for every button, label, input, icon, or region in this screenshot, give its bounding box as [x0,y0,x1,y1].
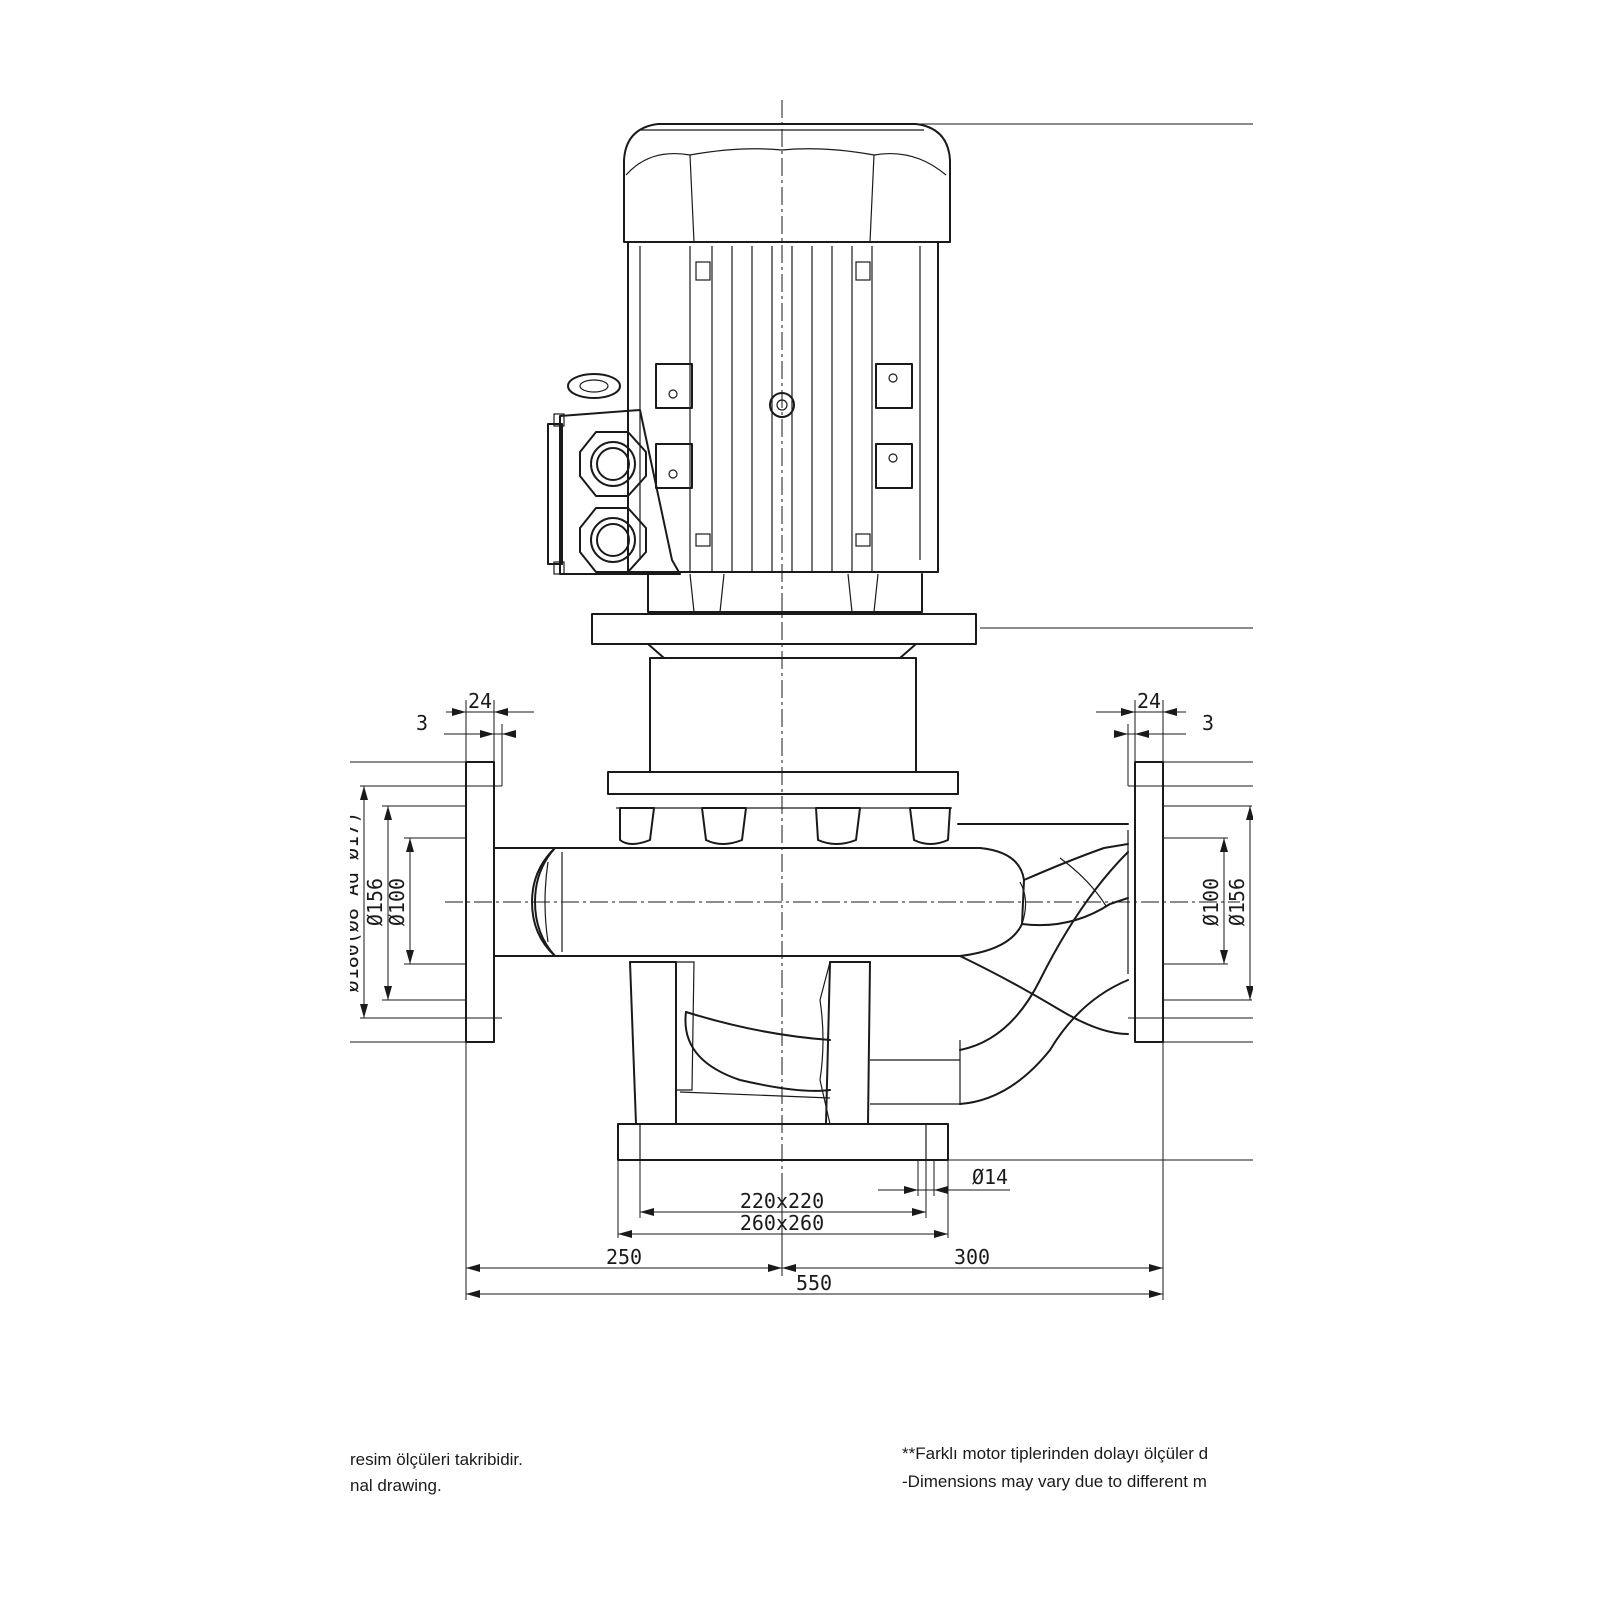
terminal-box [559,409,681,575]
base-dims: 220x220 260x260 Ø14 [617,1160,1010,1238]
right-flange-width-dims: 24 3 [1096,689,1214,786]
left-flange-width-dims: 24 3 [416,689,534,786]
left-inner-dia-label: Ø100 [385,878,409,926]
base-hole-dia-label: Ø14 [972,1165,1008,1189]
left-offset-label: 250 [606,1245,642,1269]
outlet-flange [1134,761,1164,1043]
total-length-label: 550 [796,1271,832,1295]
inlet-flange [465,761,495,1043]
right-diameter-dims: Ø100 Ø156 [1199,806,1254,1000]
motor-cooling-fins [639,246,921,572]
right-flange-width-label: 24 [1137,689,1161,713]
note-right-line-2: -Dimensions may vary due to different m [902,1472,1207,1491]
note-left-line-1: resim ölçüleri takribidir. [350,1450,523,1469]
note-left-line-2: nal drawing. [350,1476,442,1495]
right-inner-dia-label: Ø100 [1199,878,1223,926]
left-flange-width-label: 24 [468,689,492,713]
left-diameter-dims: Ø180(Ø8 Ad Ø17) Ø156 Ø100 [339,786,414,1018]
right-crop-margin [1253,0,1600,1600]
right-outer-dia-label: Ø156 [1225,878,1249,926]
lantern-housing [649,657,917,773]
support-leg [629,961,677,1125]
base-plate [617,1123,949,1161]
motor-fan-cover [623,123,951,243]
right-offset-label: 300 [954,1245,990,1269]
motor-body [627,241,939,573]
left-outer-dia-label: Ø156 [363,878,387,926]
motor-shaft-boss-icon [769,392,795,418]
cable-gland-icon [579,507,647,573]
lifting-eye-icon [567,373,621,399]
motor-flange [591,613,977,645]
motor [547,123,951,613]
left-gap-label: 3 [416,711,428,735]
overall-length-dims: 250 300 550 [465,1042,1164,1300]
pump-casing [465,761,1164,1161]
cover-bolts [619,807,951,845]
right-gap-label: 3 [1202,711,1214,735]
left-crop-margin [0,0,350,1600]
support-leg [825,961,871,1125]
pump-cover-flange [607,771,959,795]
note-right-line-1: **Farklı motor tiplerinden dolayı ölçüle… [902,1444,1209,1463]
cable-gland-icon [579,431,647,497]
